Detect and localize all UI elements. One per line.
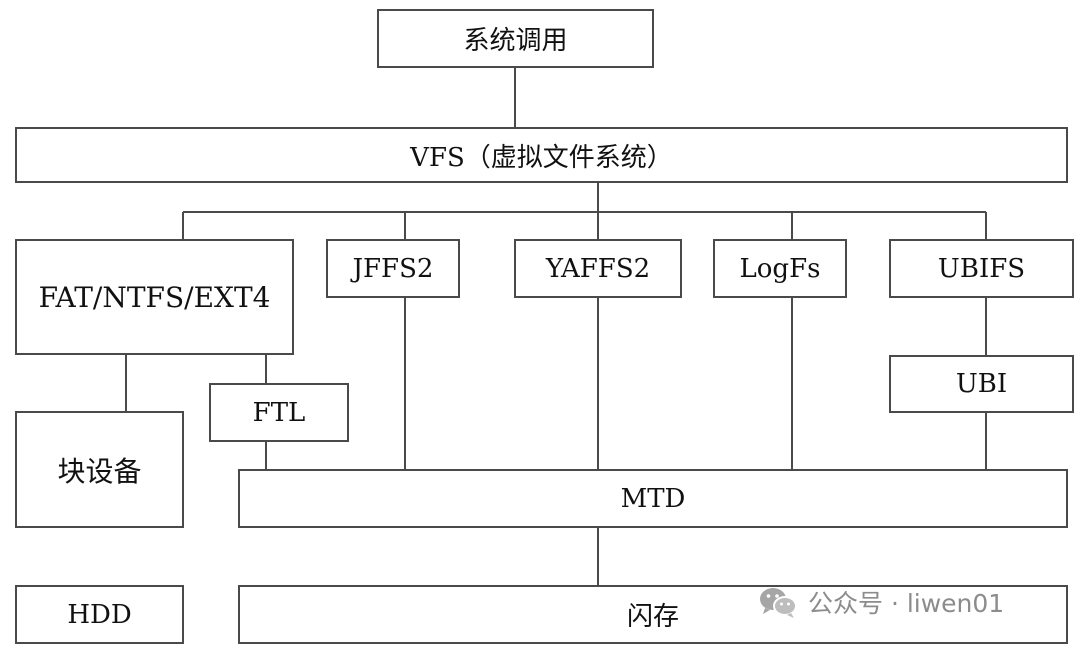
node-ubifs: UBIFS (889, 239, 1074, 298)
node-syscall: 系统调用 (377, 9, 654, 68)
wechat-icon (758, 585, 798, 619)
node-flash: 闪存 (238, 585, 1068, 644)
node-logfs: LogFs (713, 239, 847, 298)
node-block-device: 块设备 (15, 411, 184, 528)
node-vfs: VFS（虚拟文件系统） (15, 127, 1068, 183)
node-mtd: MTD (238, 469, 1068, 528)
node-jffs2: JFFS2 (326, 239, 460, 298)
node-fat-ntfs-ext4: FAT/NTFS/EXT4 (15, 239, 294, 355)
watermark-text: 公众号 · liwen01 (808, 589, 1005, 618)
node-ubi: UBI (889, 355, 1074, 413)
node-yaffs2: YAFFS2 (514, 239, 682, 298)
node-hdd: HDD (15, 585, 184, 644)
watermark: 公众号 · liwen01 (758, 584, 1004, 620)
node-ftl: FTL (209, 383, 349, 442)
